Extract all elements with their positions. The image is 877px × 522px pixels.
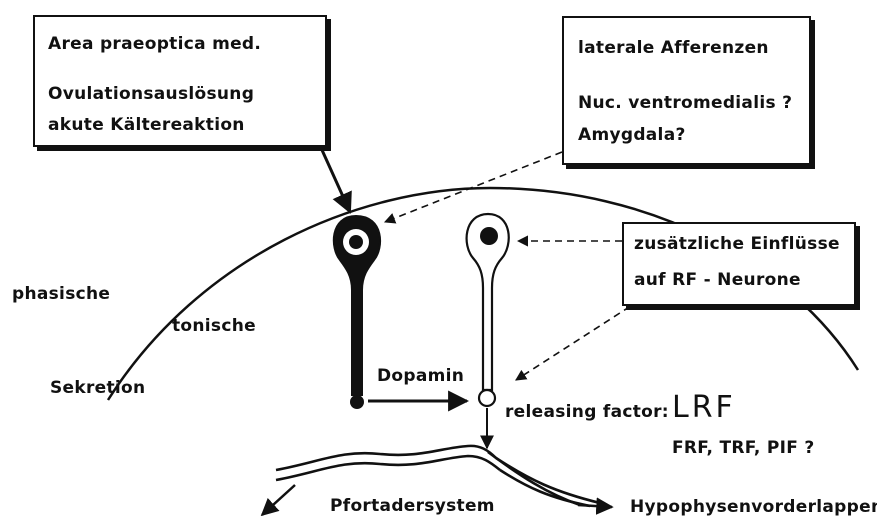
label-sekretion: Sekretion bbox=[50, 378, 145, 398]
preoptic-arrow bbox=[322, 150, 350, 212]
additional-influence-arrow-terminal bbox=[516, 300, 640, 380]
tonic-dopamine-neuron bbox=[334, 216, 380, 409]
lateral-afferences-arrow bbox=[385, 152, 562, 222]
preoptic-line2: Ovulationsauslösung bbox=[48, 84, 254, 104]
additional-line2: auf RF - Neurone bbox=[634, 270, 801, 290]
label-lrf: LRF bbox=[672, 390, 736, 425]
preoptic-line1: Area praeoptica med. bbox=[48, 34, 261, 54]
lateral-line1: laterale Afferenzen bbox=[578, 38, 769, 58]
label-other-factors: FRF, TRF, PIF ? bbox=[672, 438, 815, 458]
releasing-factor-neuron bbox=[467, 214, 509, 406]
lateral-line3: Amygdala? bbox=[578, 125, 686, 145]
label-dopamin: Dopamin bbox=[377, 366, 464, 386]
label-releasing-factor: releasing factor: bbox=[505, 402, 669, 422]
preoptic-line3: akute Kältereaktion bbox=[48, 115, 245, 135]
label-pfortadersystem: Pfortadersystem bbox=[330, 496, 495, 516]
portal-inflow-arrow bbox=[262, 485, 295, 515]
label-phasische: phasische bbox=[12, 284, 110, 304]
label-tonische: tonische bbox=[172, 316, 256, 336]
label-hypophysenvorderlappen: Hypophysenvorderlappen bbox=[630, 497, 877, 517]
pituitary-arrow bbox=[578, 505, 612, 507]
lateral-line2: Nuc. ventromedialis ? bbox=[578, 93, 792, 113]
additional-line1: zusätzliche Einflüsse bbox=[634, 234, 840, 254]
